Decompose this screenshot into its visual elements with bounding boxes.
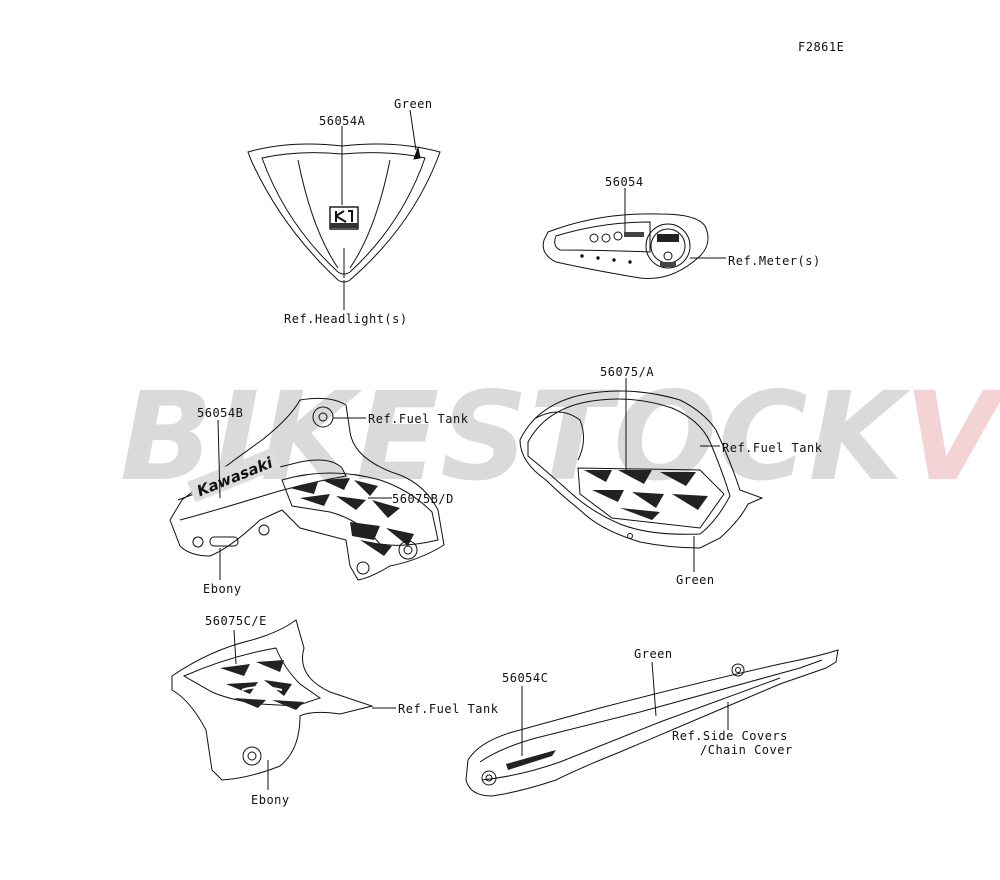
label-ref-fuel-tank-3: Ref.Fuel Tank — [398, 702, 499, 716]
label-56054C: 56054C — [502, 671, 549, 685]
watermark: BIKESTOCKVN — [120, 372, 1000, 502]
meter-cluster — [542, 213, 709, 280]
label-ref-fuel-tank-2: Ref.Fuel Tank — [722, 441, 823, 455]
label-chain-cover: /Chain Cover — [700, 743, 793, 757]
watermark-part-1: BIKESTOCK — [120, 366, 905, 508]
watermark-part-2: VN — [904, 366, 1000, 508]
leader-green-top — [409, 109, 417, 151]
label-56075BD: 56075B/D — [392, 492, 454, 506]
leader-56075CE — [233, 629, 237, 665]
tank-shroud-lower — [171, 619, 374, 781]
label-56054B: 56054B — [197, 406, 244, 420]
label-ref-side-covers: Ref.Side Covers — [672, 729, 788, 743]
label-ref-headlight: Ref.Headlight(s) — [284, 312, 408, 326]
label-ebony-1: Ebony — [203, 582, 242, 596]
label-green-top: Green — [394, 97, 433, 111]
label-green-bottom: Green — [634, 647, 673, 661]
headlight-cowl — [247, 143, 441, 283]
leader-green-bottom — [651, 661, 657, 717]
label-56054A: 56054A — [319, 114, 366, 128]
label-ref-fuel-tank-1: Ref.Fuel Tank — [368, 412, 469, 426]
leader-56054B — [217, 419, 221, 499]
label-ebony-2: Ebony — [251, 793, 290, 807]
side-chain-cover — [465, 649, 839, 797]
figure-code: F2861E — [798, 40, 845, 54]
label-ref-meter: Ref.Meter(s) — [728, 254, 821, 268]
tank-shroud-right — [519, 390, 764, 549]
label-green-mid: Green — [676, 573, 715, 587]
label-56075CE: 56075C/E — [205, 614, 267, 628]
label-56054: 56054 — [605, 175, 644, 189]
label-56075A: 56075/A — [600, 365, 655, 379]
